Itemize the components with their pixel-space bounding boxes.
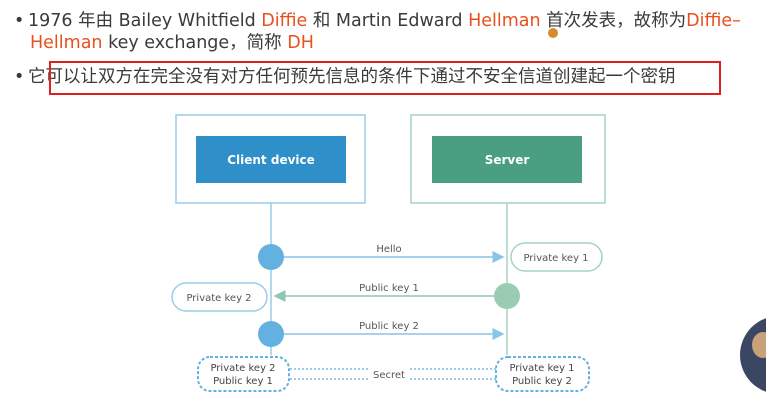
highlight-abbr: DH xyxy=(287,33,314,53)
highlight-term: Diffie– xyxy=(686,11,741,31)
bullet-line-2: •它可以让双方在完全没有对方任何预先信息的条件下通过不安全信道创建起一个密钥 xyxy=(14,66,676,88)
server-box xyxy=(432,136,582,183)
highlight-diffie: Diffie xyxy=(261,11,308,31)
secret-label: Secret xyxy=(373,370,405,381)
client-node xyxy=(258,244,284,270)
bullet-line-1: •1976 年由 Bailey Whitfield Diffie 和 Marti… xyxy=(14,10,741,32)
pointer-cursor xyxy=(548,28,558,38)
secret-label-bg xyxy=(368,366,410,382)
server-final-keys-pill xyxy=(495,356,590,392)
bullet-1-text-post: 首次发表，故称为 xyxy=(540,11,687,31)
public-key-1-label: Public key 1 xyxy=(359,283,419,294)
server-final-key-2: Public key 2 xyxy=(512,376,572,387)
server-final-key-1: Private key 1 xyxy=(509,363,574,374)
bullet-dot: • xyxy=(14,67,25,87)
public-key-2-label: Public key 2 xyxy=(359,321,419,332)
client-final-keys-pill xyxy=(197,356,290,392)
bullet-1-text-pre: 1976 年由 Bailey Whitfield xyxy=(28,11,262,31)
server-private-key-pill xyxy=(510,242,603,272)
bullet-2-text: 它可以让双方在完全没有对方任何预先信息的条件下通过不安全信道创建起一个密钥 xyxy=(28,67,676,87)
client-private-key-label: Private key 2 xyxy=(186,293,251,304)
server-private-key-label: Private key 1 xyxy=(523,253,588,264)
client-final-key-1: Private key 2 xyxy=(210,363,275,374)
server-frame xyxy=(410,114,606,204)
bullet-1b-text: key exchange，简称 xyxy=(102,33,288,53)
server-label: Server xyxy=(485,153,530,167)
server-node xyxy=(494,283,520,309)
bullet-1-text-mid: 和 Martin Edward xyxy=(307,11,469,31)
client-device-label: Client device xyxy=(227,153,315,167)
client-device-box xyxy=(196,136,346,183)
highlight-hellman: Hellman xyxy=(468,11,541,31)
hello-label: Hello xyxy=(376,244,401,255)
highlight-term-cont: Hellman xyxy=(30,33,103,53)
bullet-dot: • xyxy=(14,11,25,31)
client-node xyxy=(258,321,284,347)
annotation-box xyxy=(49,61,721,95)
bullet-line-1-continued: Hellman key exchange，简称 DH xyxy=(30,32,314,54)
client-final-key-2: Public key 1 xyxy=(213,376,273,387)
client-private-key-pill xyxy=(171,282,268,312)
